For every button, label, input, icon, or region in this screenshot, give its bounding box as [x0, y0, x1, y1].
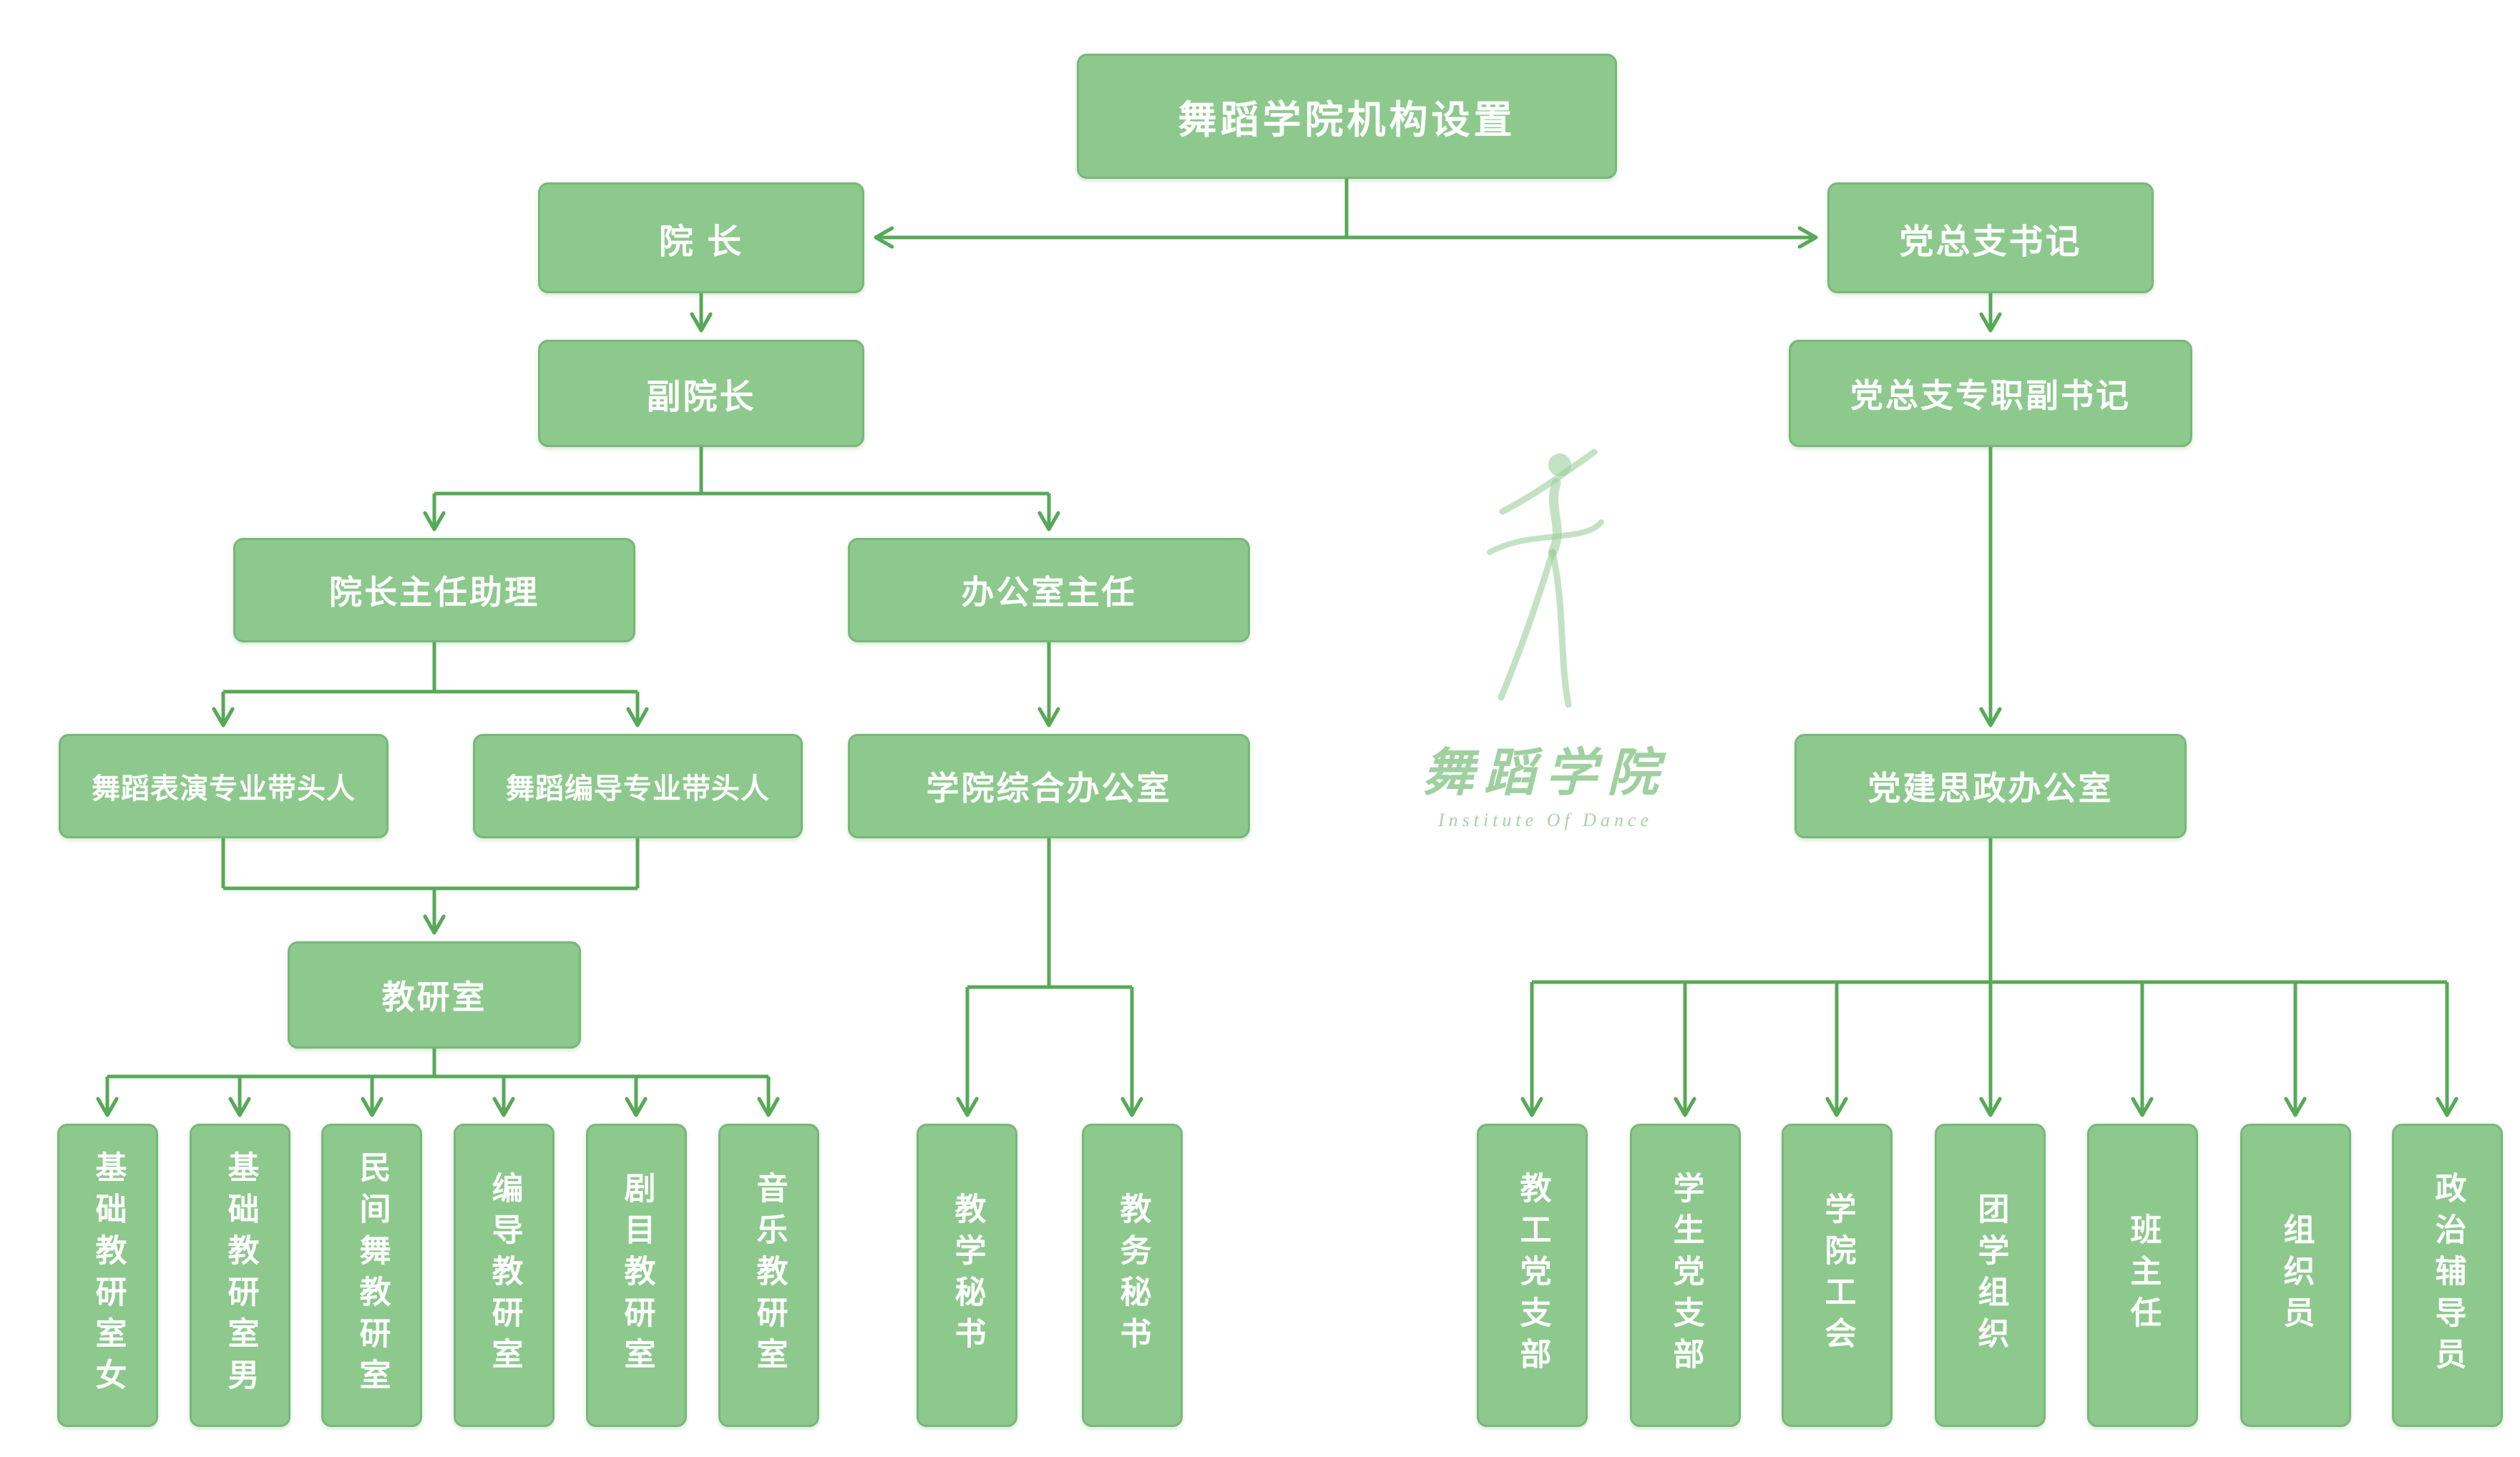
node-party-unit: 学院工会: [1782, 1124, 1893, 1427]
node-comprehensive-office: 学院综合办公室: [848, 734, 1250, 838]
node-secretary: 教务秘书: [1082, 1124, 1183, 1427]
node-deputy-party-secretary: 党总支专职副书记: [1789, 340, 2192, 447]
node-choreography-leader: 舞蹈编导专业带头人: [473, 734, 803, 838]
node-teaching-research-office: 教研室: [288, 941, 581, 1049]
chart-title: 舞蹈学院机构设置: [1077, 54, 1617, 179]
node-secretary: 教学秘书: [917, 1124, 1017, 1427]
node-party-unit: 学生党支部: [1630, 1124, 1741, 1427]
node-party-unit: 政治辅导员: [2392, 1124, 2503, 1427]
node-party-office: 党建思政办公室: [1794, 734, 2187, 838]
node-party-unit: 教工党支部: [1477, 1124, 1588, 1427]
institute-watermark: 舞蹈学院 Institute Of Dance: [1395, 443, 1696, 831]
node-teaching-office: 基础教研室女: [57, 1124, 158, 1427]
node-teaching-office: 民间舞教研室: [321, 1124, 422, 1427]
node-dean-assistant: 院长主任助理: [233, 538, 635, 642]
node-teaching-office: 编导教研室: [454, 1124, 555, 1427]
node-party-unit: 组织员: [2240, 1124, 2351, 1427]
node-dean: 院 长: [538, 182, 864, 293]
node-office-director: 办公室主任: [848, 538, 1250, 642]
node-party-unit: 班主任: [2087, 1124, 2198, 1427]
watermark-name: 舞蹈学院: [1422, 745, 1669, 802]
node-performance-leader: 舞蹈表演专业带头人: [59, 734, 389, 838]
node-teaching-office: 音乐教研室: [718, 1124, 819, 1427]
node-party-secretary: 党总支书记: [1827, 182, 2154, 293]
watermark-subtitle: Institute Of Dance: [1437, 810, 1654, 830]
dancer-logo-icon: [1487, 448, 1604, 708]
node-vice-dean: 副院长: [538, 340, 864, 447]
node-party-unit: 团学组织: [1935, 1124, 2046, 1427]
node-teaching-office: 剧目教研室: [586, 1124, 687, 1427]
node-teaching-office: 基础教研室男: [190, 1124, 290, 1427]
